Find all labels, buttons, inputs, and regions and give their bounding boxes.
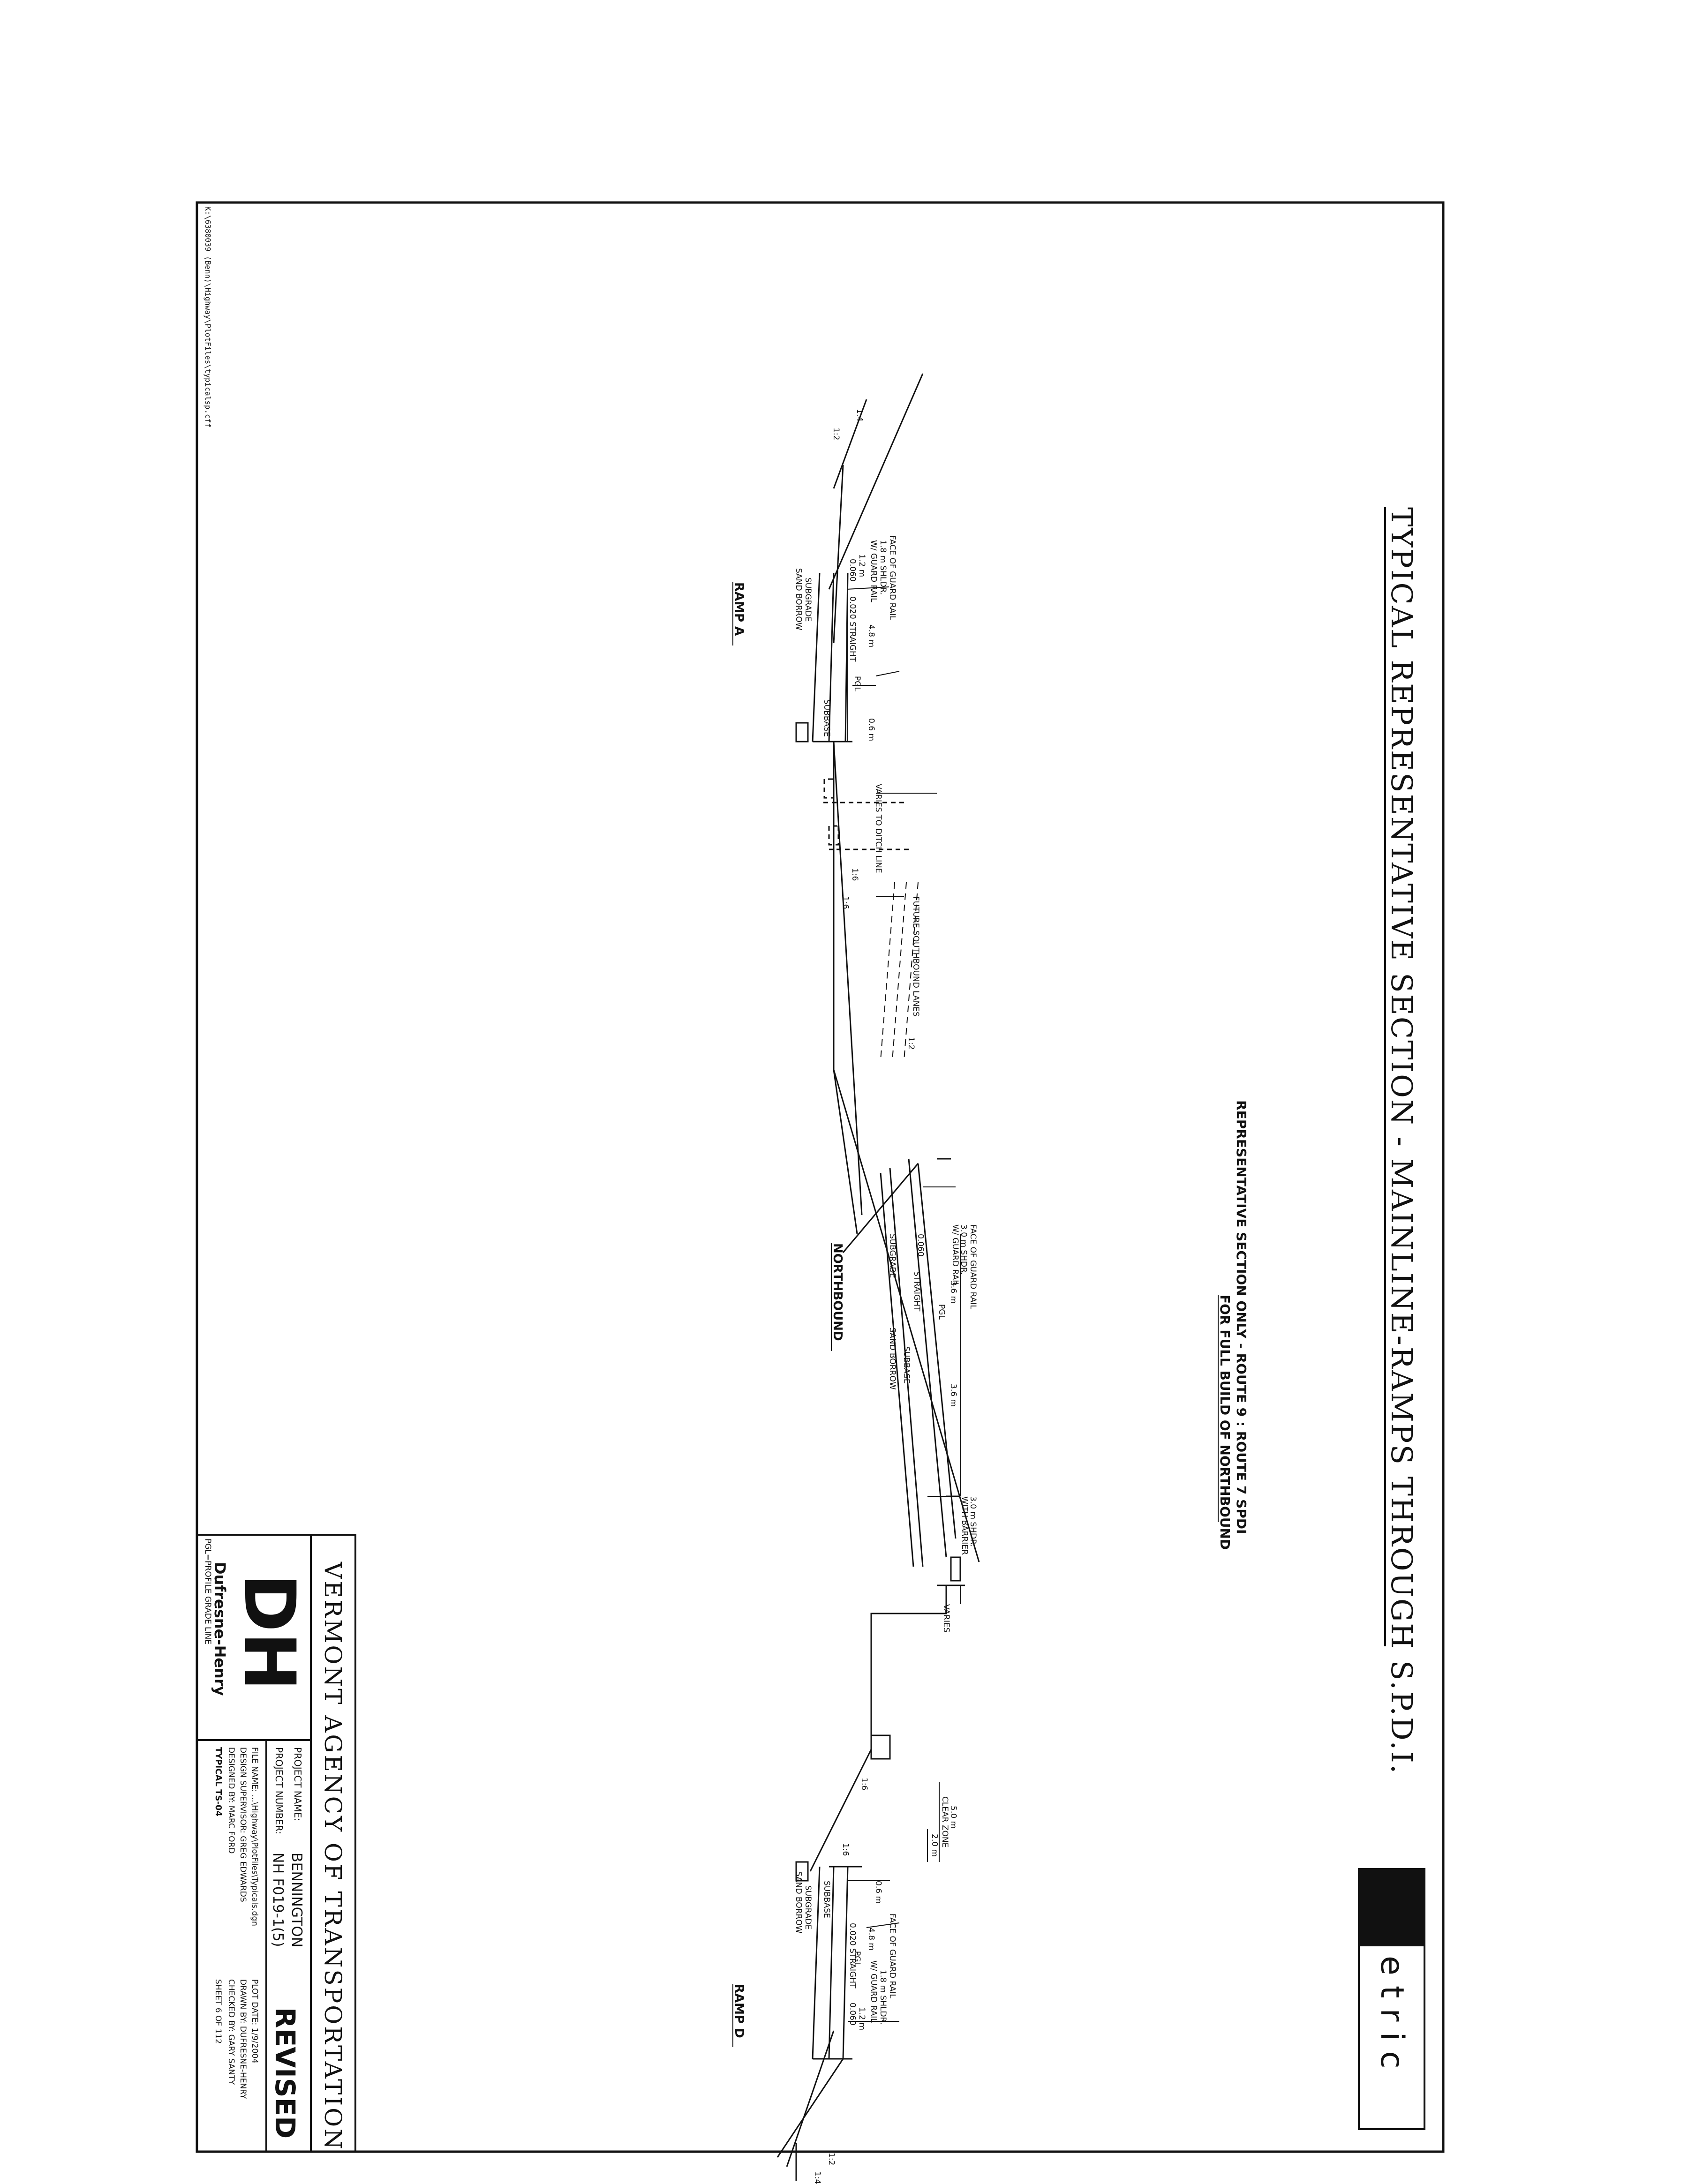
project-number: NH F019-1(5) bbox=[270, 1853, 286, 1947]
ramp-a-sand-borrow: SAND BORROW bbox=[794, 568, 803, 630]
ramp-d-subgrade: SUBGRADE bbox=[803, 1885, 813, 1929]
ramp-a-title: RAMP A bbox=[732, 582, 746, 636]
ramp-d-slope-1-6a: 1:6 bbox=[859, 1778, 869, 1790]
ramp-d-pgl: PGL bbox=[852, 1951, 862, 1966]
project-name-label: PROJECT NAME: bbox=[292, 1747, 303, 1821]
ramp-a-subbase: SUBBASE bbox=[822, 699, 831, 737]
ramp-a-offset: 0.6 m bbox=[867, 718, 876, 741]
ramp-d-cross-060: 0.060 bbox=[848, 2003, 857, 2026]
ramp-a-guard-rail: W/ GUARD RAIL bbox=[869, 540, 878, 602]
ramp-d-clear-zone-1: 5.0 m bbox=[949, 1806, 958, 1829]
ramp-d-dim-2-0: 2.0 m bbox=[930, 1834, 939, 1857]
ramp-d-slope-1-2: 1:2 bbox=[827, 2153, 836, 2165]
ramp-d-slope-1-4: 1:4 bbox=[813, 2171, 822, 2184]
ramp-d-sand-borrow: SAND BORROW bbox=[794, 1871, 803, 1934]
agency-name: VERMONT AGENCY OF TRANSPORTATION bbox=[319, 1561, 347, 2151]
sheet-title: TYPICAL REPRESENTATIVE SECTION - MAINLIN… bbox=[1385, 507, 1419, 1775]
ramp-d-section bbox=[776, 1749, 872, 2181]
nb-lane-2: 3.6 m bbox=[949, 1384, 958, 1407]
metric-logo: etric bbox=[1358, 1868, 1425, 2130]
design-supervisor: DESIGN SUPERVISOR: GREG EDWARDS bbox=[238, 1747, 248, 1902]
nb-cross-060: 0.060 bbox=[916, 1234, 925, 1257]
file-path-header: K:\6380039 (Benn)\Highway\PlotFiles\typi… bbox=[203, 206, 212, 428]
typical-number: TYPICAL TS-04 bbox=[213, 1747, 223, 1816]
firm-logo-mark: DH bbox=[228, 1574, 310, 1691]
ramp-d-face-guard-rail: FACE OF GUARD RAIL bbox=[888, 1914, 897, 1998]
nb-straight: STRAIGHT bbox=[912, 1271, 921, 1312]
subtitle-line1: REPRESENTATIVE SECTION ONLY - ROUTE 9 : … bbox=[1234, 1100, 1249, 1534]
project-number-label: PROJECT NUMBER: bbox=[273, 1747, 285, 1834]
ramp-a-slope-1-4: 1:4 bbox=[855, 409, 864, 421]
ramp-a-cross-060: 0.060 bbox=[848, 559, 857, 582]
sheet-border bbox=[196, 201, 1445, 2153]
ramp-a-straight: 0.020 STRAIGHT bbox=[848, 596, 857, 662]
ramp-a-shldr: 1.8 m SHLDR. bbox=[878, 540, 888, 595]
ramp-a-varies-ditch: VARIES TO DITCH LINE bbox=[874, 784, 883, 873]
firm-name: Dufresne-Henry bbox=[211, 1562, 229, 1696]
dufresne-henry-logo: DH Dufresne-Henry bbox=[211, 1562, 310, 1696]
designed-by: DESIGNED BY: MARC FORD bbox=[226, 1747, 236, 1854]
ramp-d-slope-1-6b: 1:6 bbox=[841, 1843, 850, 1856]
ramp-a-pgl: PGL bbox=[852, 676, 862, 691]
ramp-a-slope-1-6: 1:6 bbox=[850, 868, 859, 881]
revised-stamp: REVISED bbox=[269, 2007, 301, 2139]
nb-pgl: PGL bbox=[937, 1304, 946, 1320]
pgl-note: PGL=PROFILE GRADE LINE bbox=[203, 1539, 212, 1644]
ramp-d-shldr: 1.8 m SHLDR. bbox=[878, 1970, 888, 2025]
nb-shdr-barrier-2: WITH BARRIER bbox=[960, 1496, 969, 1555]
nb-guard-rail: W/ GUARD RAIL bbox=[950, 1224, 960, 1287]
nb-shdr-barrier-1: 3.0 m SHDR. bbox=[968, 1496, 978, 1547]
nb-subbase: SUBBASE bbox=[902, 1346, 911, 1384]
ramp-a-face-guard-rail: FACE OF GUARD RAIL bbox=[888, 535, 897, 620]
ramp-a-dim-1-2: 1.2 m bbox=[857, 554, 867, 577]
nb-slope-1-6: 1:6 bbox=[841, 896, 850, 909]
ramp-d-guard-rail: W/ GUARD RAIL bbox=[869, 1960, 878, 2023]
future-lanes-label: FUTURE SOUTHBOUND LANES bbox=[911, 896, 920, 1017]
ramp-d-title: RAMP D bbox=[732, 1984, 746, 2038]
nb-sand-borrow: SAND BORROW bbox=[888, 1328, 897, 1390]
sheet-number: SHEET 6 OF 112 bbox=[213, 1979, 223, 2044]
ramp-d-straight: 0.020 STRAIGHT bbox=[848, 1923, 857, 1989]
ramp-d-offset: 0.6 m bbox=[874, 1881, 883, 1904]
northbound-title: NORTHBOUND bbox=[830, 1243, 844, 1341]
drawn-by: DRAWN BY: DUFRESNE-HENRY bbox=[238, 1979, 248, 2099]
file-name: FILE NAME: ...\Highway\PlotFiles\Typical… bbox=[250, 1747, 259, 1926]
nb-face-guard-rail: FACE OF GUARD RAIL bbox=[968, 1224, 978, 1309]
nb-shdr: 3.0 m SHDR. bbox=[959, 1224, 968, 1275]
ramp-d-clear-zone-2: CLEAR ZONE bbox=[940, 1796, 950, 1847]
ramp-d-lane: 4.8 m bbox=[867, 1928, 876, 1951]
nb-varies: VARIES bbox=[942, 1604, 951, 1633]
subtitle-line2: FOR FULL BUILD OF NORTHBOUND bbox=[1217, 1295, 1233, 1550]
nb-lane-1: 3.6 m bbox=[949, 1281, 958, 1304]
ramp-a-lane-width: 4.8 m bbox=[867, 624, 876, 647]
nb-slope-1-2: 1:2 bbox=[906, 1037, 916, 1050]
ramp-a-section bbox=[795, 373, 980, 1562]
northbound-section bbox=[833, 1069, 965, 1760]
ramp-a-slope-1-2: 1:2 bbox=[831, 428, 841, 440]
checked-by: CHECKED BY: GARY SANTY bbox=[226, 1979, 236, 2085]
nb-subgrade: SUBGRADE bbox=[888, 1234, 897, 1278]
plot-date: PLOT DATE: 1/9/2004 bbox=[250, 1979, 259, 2064]
ramp-a-subgrade: SUBGRADE bbox=[803, 578, 813, 622]
vaot-mark: etric bbox=[1373, 1956, 1410, 2079]
title-block bbox=[196, 1534, 356, 2153]
ramp-d-subbase: SUBBASE bbox=[822, 1881, 831, 1918]
future-southbound-lanes bbox=[880, 882, 919, 1061]
project-name: BENNINGTON bbox=[288, 1853, 305, 1947]
ramp-d-dim-1-2: 1.2 m bbox=[857, 2007, 867, 2030]
